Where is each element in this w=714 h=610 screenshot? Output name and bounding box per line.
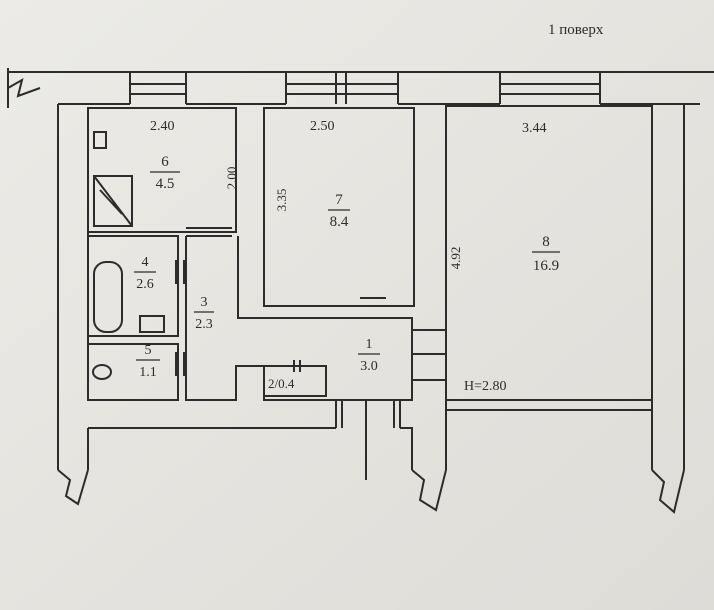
- room-5-area: 1.1: [139, 365, 157, 380]
- room-1-number: 1: [366, 337, 373, 352]
- room-3-number: 3: [201, 295, 208, 310]
- floor-label: 1 поверх: [548, 22, 604, 38]
- bottom-break-mark-right: [651, 469, 685, 514]
- room-5-outline: [87, 343, 179, 401]
- door-room5: [175, 352, 185, 376]
- window-room6: [129, 72, 187, 104]
- bath-sink: [139, 315, 165, 333]
- room-6-number: 6: [161, 154, 169, 170]
- door-room8: [412, 329, 446, 381]
- room-7-number: 7: [335, 192, 343, 208]
- room-5-number: 5: [145, 343, 152, 358]
- bathtub: [93, 261, 123, 333]
- shower-tray-lines: [93, 175, 133, 227]
- dim-room7-height: 3.35: [274, 189, 289, 212]
- room-4-outline: [87, 235, 179, 337]
- room-1-area: 3.0: [360, 359, 378, 374]
- room-6-area: 4.5: [156, 176, 175, 192]
- entrance-door: [335, 400, 401, 428]
- closet-label: 2/0.4: [268, 376, 295, 391]
- sink-fixture: [93, 131, 107, 149]
- room-6-outline: [87, 107, 237, 233]
- window-room8: [499, 72, 601, 104]
- room-4-number: 4: [142, 255, 149, 270]
- dim-room8-height: 4.92: [448, 247, 463, 270]
- room-4-area: 2.6: [136, 277, 154, 292]
- ceiling-height-label: H=2.80: [464, 379, 507, 394]
- dim-room8-width: 3.44: [522, 121, 547, 136]
- dim-room7-width: 2.50: [310, 119, 335, 134]
- room-8-number: 8: [542, 234, 550, 250]
- room-8-area: 16.9: [533, 258, 559, 274]
- bottom-inner-wall: [88, 427, 413, 470]
- dim-room6-width: 2.40: [150, 119, 175, 134]
- window-room7: [285, 72, 399, 104]
- bottom-break-mark-left: [57, 469, 89, 506]
- dim-room6-height: 2.00: [224, 167, 239, 190]
- door-closet: [293, 360, 301, 372]
- bottom-break-mark-center: [411, 469, 447, 512]
- door-room4: [175, 260, 185, 284]
- toilet-bowl: [92, 364, 112, 380]
- room-7-outline: [263, 107, 415, 307]
- left-break-mark: [7, 68, 41, 108]
- room-3-area: 2.3: [195, 317, 213, 332]
- door-room6: [186, 227, 232, 237]
- room-7-area: 8.4: [330, 214, 349, 230]
- shower-tray: [93, 175, 133, 227]
- door-room7: [360, 297, 386, 307]
